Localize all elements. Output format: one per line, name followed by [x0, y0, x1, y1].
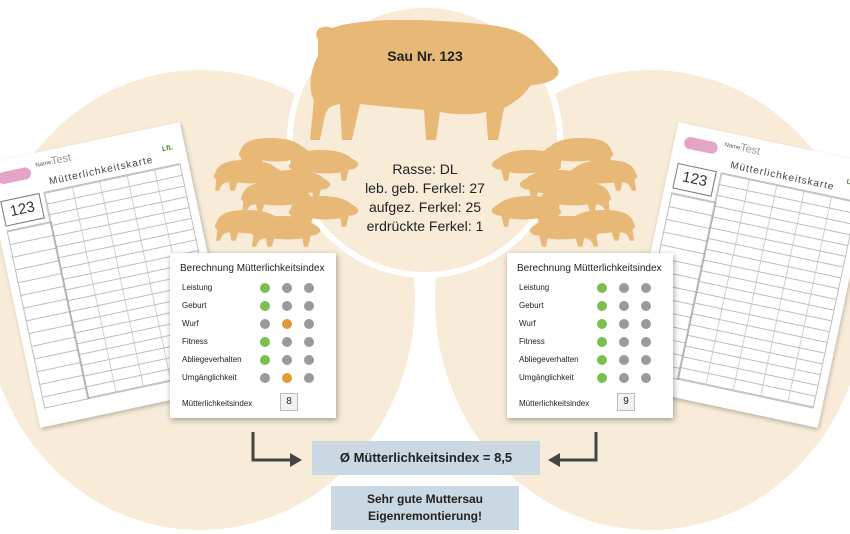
criterion-label: Geburt [519, 301, 544, 310]
rating-dot [282, 373, 292, 383]
rating-dot [260, 337, 270, 347]
criterion-label: Umgänglichkeit [519, 373, 574, 382]
rating-dot [619, 319, 629, 329]
rating-dot [304, 373, 314, 383]
rating-dot [641, 283, 651, 293]
rating-dot [282, 355, 292, 365]
index-label: Mütterlichkeitsindex [182, 399, 253, 408]
rating-dot [304, 355, 314, 365]
rating-dot [641, 373, 651, 383]
average-index-text: Ø Mütterlichkeitsindex = 8,5 [339, 450, 513, 465]
panel-title: Berechnung Mütterlichkeitsindex [180, 263, 325, 274]
sow-reared: aufgez. Ferkel: 25 [368, 199, 482, 215]
rating-dot [282, 319, 292, 329]
rating-dot [641, 355, 651, 365]
verdict-box: Sehr gute Muttersau Eigenremontierung! [331, 486, 519, 530]
criterion-label: Umgänglichkeit [182, 373, 237, 382]
sow-crushed: erdrückte Ferkel: 1 [366, 218, 484, 234]
left-arrowhead-icon [290, 453, 302, 467]
index-panel-left: Berechnung Mütterlichkeitsindex Leistung… [170, 253, 336, 418]
rating-dot [260, 373, 270, 383]
rating-dot [260, 355, 270, 365]
criterion-label: Fitness [519, 337, 545, 346]
rating-dot [260, 283, 270, 293]
sow-title: Sau Nr. 123 [387, 48, 463, 64]
criterion-label: Leistung [519, 283, 550, 292]
average-index-box: Ø Mütterlichkeitsindex = 8,5 [312, 441, 540, 475]
verdict-line-1: Sehr gute Muttersau [366, 492, 483, 506]
rating-dot [641, 337, 651, 347]
rating-dot [260, 301, 270, 311]
criterion-label: Abliegeverhalten [519, 355, 579, 364]
rating-dot [597, 319, 607, 329]
rating-dot [641, 301, 651, 311]
right-arrowhead-icon [548, 453, 560, 467]
sow-breed: Rasse: DL [392, 161, 458, 177]
criterion-label: Wurf [519, 319, 536, 328]
criterion-label: Wurf [182, 319, 199, 328]
index-value: 8 [280, 393, 298, 411]
rating-dot [641, 319, 651, 329]
sow-info: Rasse: DL leb. geb. Ferkel: 27 aufgez. F… [340, 160, 510, 236]
sow-born-alive: leb. geb. Ferkel: 27 [365, 180, 485, 196]
rating-dot [619, 301, 629, 311]
rating-dot [282, 301, 292, 311]
criterion-label: Leistung [182, 283, 213, 292]
rating-dot [597, 283, 607, 293]
rating-dot [260, 319, 270, 329]
rating-dot [619, 373, 629, 383]
rating-dot [597, 337, 607, 347]
right-arrow-icon [560, 432, 598, 462]
criterion-label: Geburt [182, 301, 207, 310]
rating-dot [282, 337, 292, 347]
panel-title: Berechnung Mütterlichkeitsindex [517, 263, 662, 274]
rating-dot [619, 355, 629, 365]
index-panel-right: Berechnung Mütterlichkeitsindex Leistung… [507, 253, 673, 418]
rating-dot [304, 337, 314, 347]
rating-dot [304, 319, 314, 329]
rating-dot [597, 301, 607, 311]
index-label: Mütterlichkeitsindex [519, 399, 590, 408]
left-arrow-icon [251, 432, 290, 462]
verdict-line-2: Eigenremontierung! [367, 509, 482, 523]
rating-dot [619, 337, 629, 347]
criterion-label: Abliegeverhalten [182, 355, 242, 364]
rating-dot [304, 301, 314, 311]
rating-dot [619, 283, 629, 293]
rating-dot [282, 283, 292, 293]
rating-dot [597, 373, 607, 383]
rating-dot [304, 283, 314, 293]
rating-dot [597, 355, 607, 365]
criterion-label: Fitness [182, 337, 208, 346]
index-value: 9 [617, 393, 635, 411]
